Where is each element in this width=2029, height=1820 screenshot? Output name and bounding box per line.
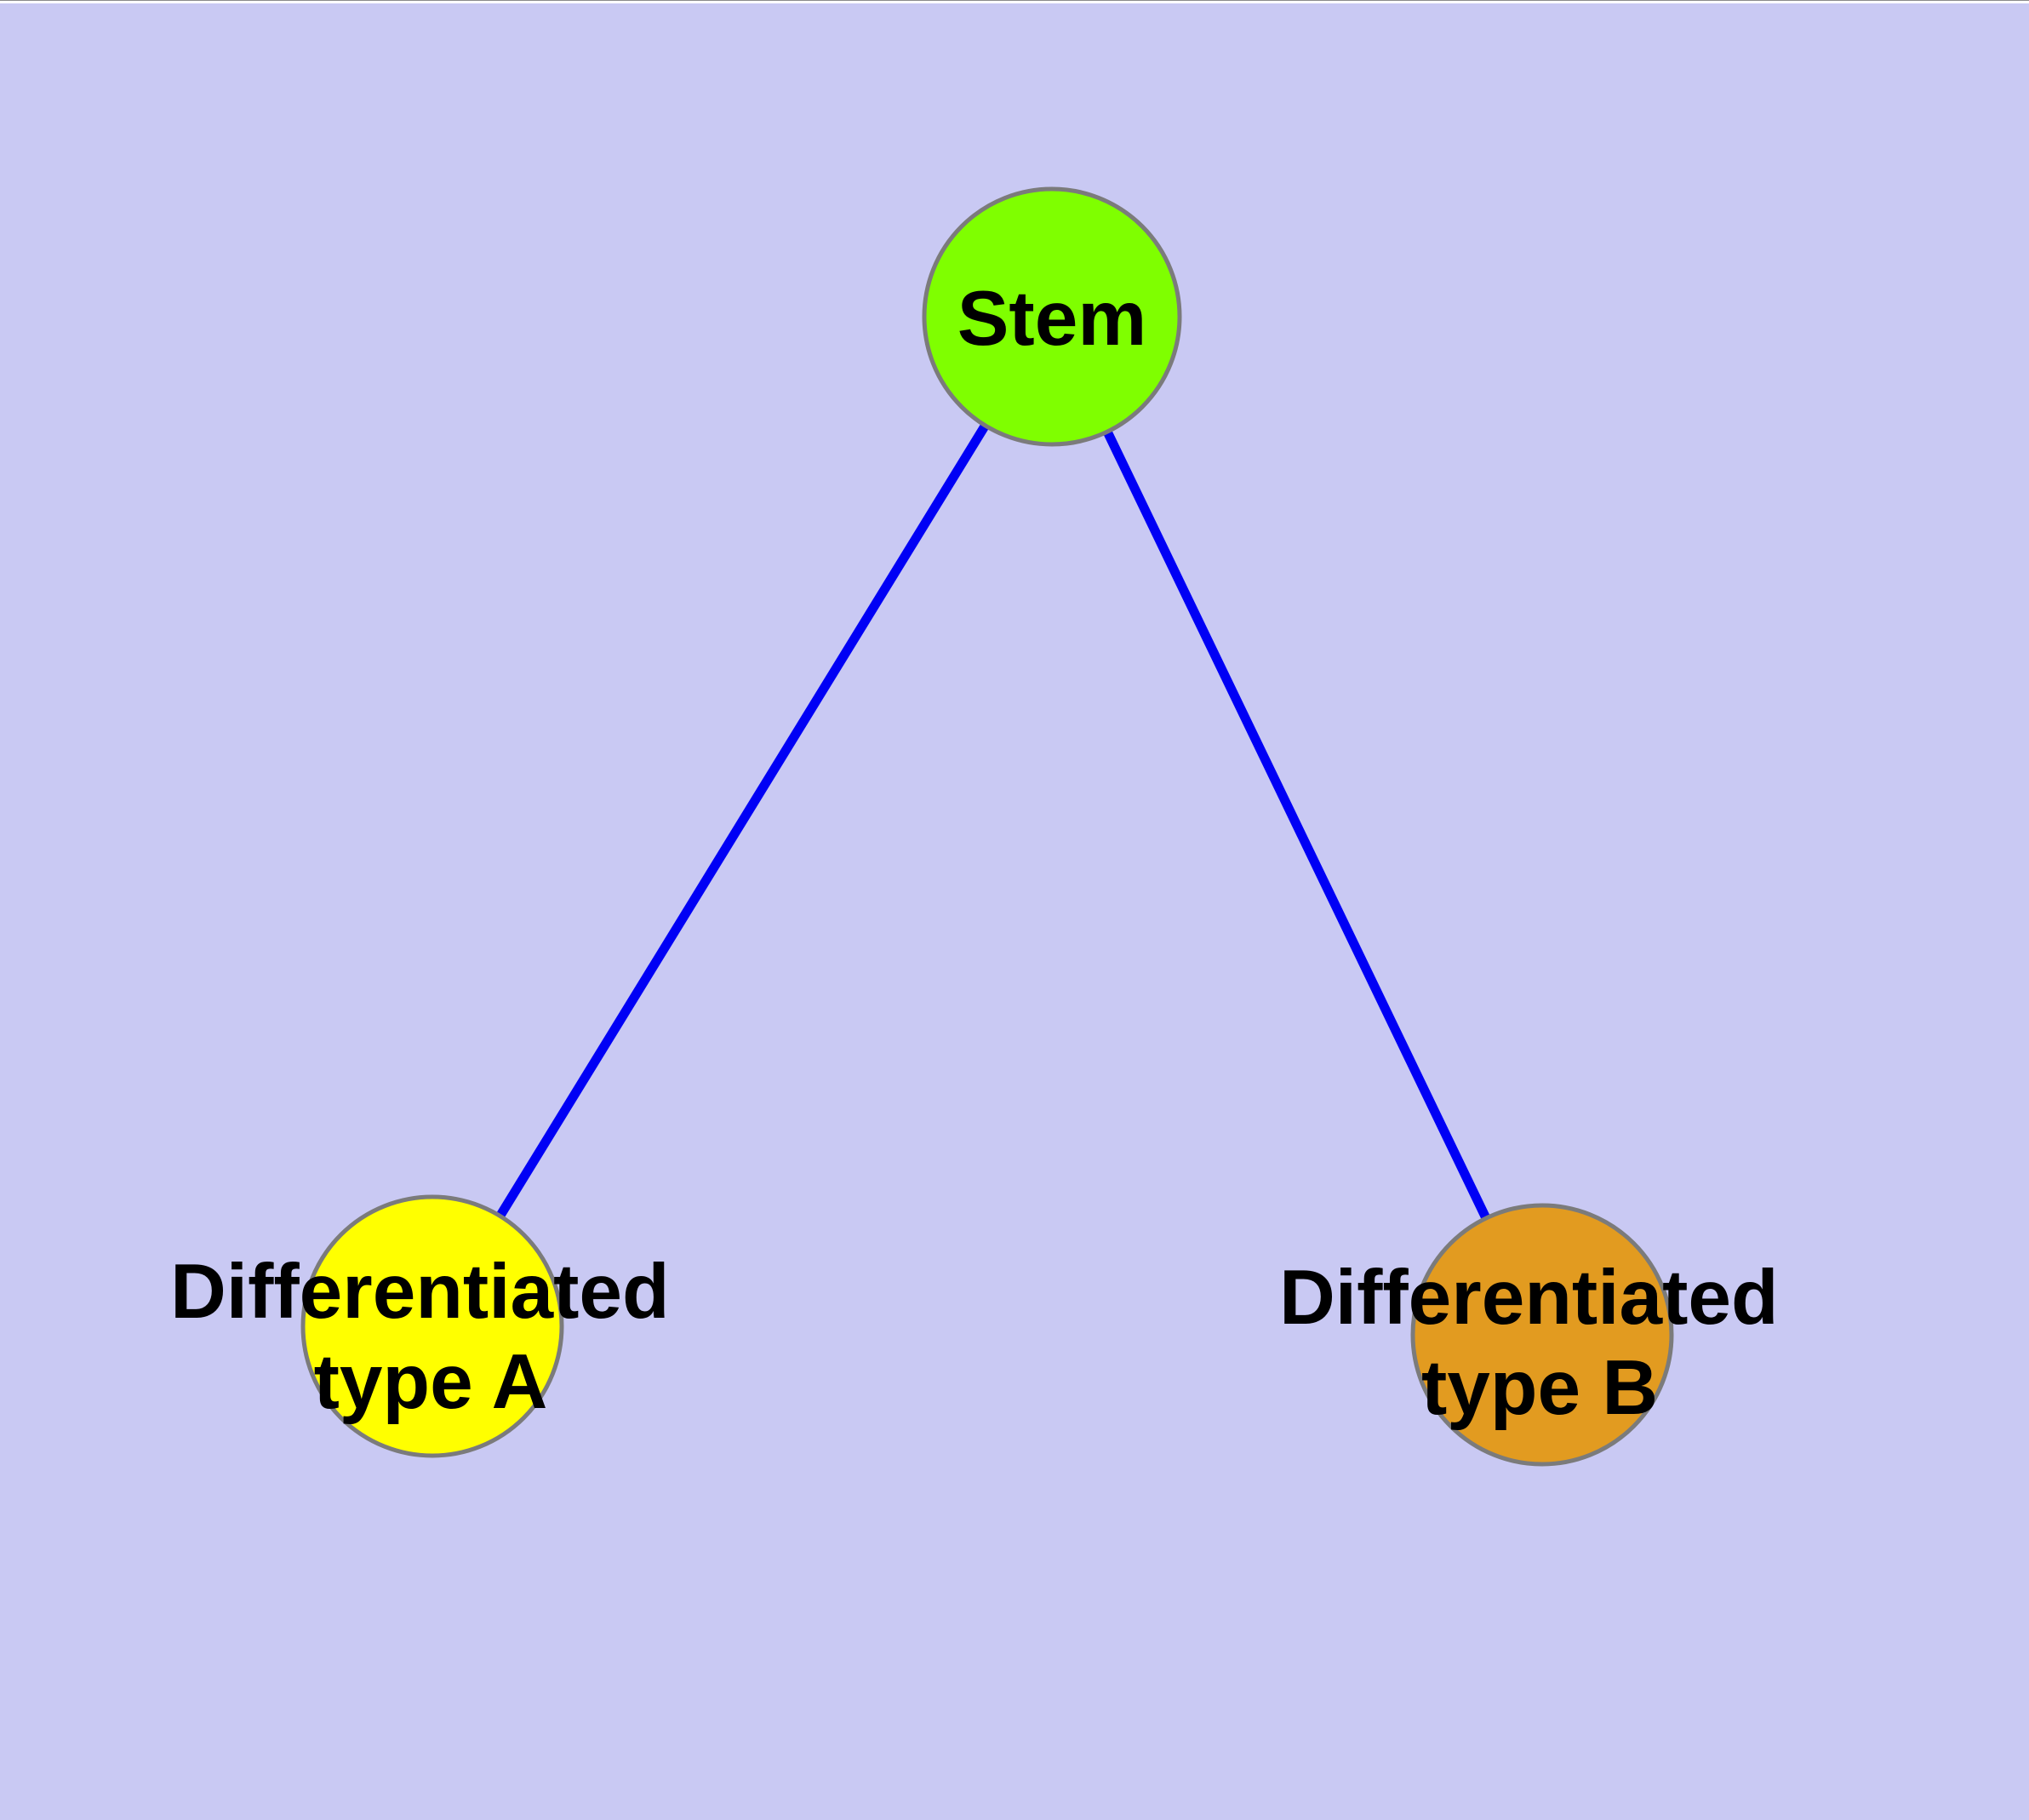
node-type-b-label-line2: type B xyxy=(1421,1345,1658,1431)
edge-stem-to-type-b xyxy=(1048,314,1546,1337)
node-stem-circle xyxy=(922,186,1182,447)
node-type-b-label: Differentiated type B xyxy=(1279,1255,1800,1431)
node-type-b-circle xyxy=(1410,1203,1674,1467)
node-type-a-circle xyxy=(300,1194,564,1458)
window-top-border xyxy=(0,0,2029,3)
edge-stem-to-type-a xyxy=(428,314,1056,1329)
node-type-b-label-line1: Differentiated xyxy=(1279,1255,1779,1341)
node-type-a-label-line1: Differentiated xyxy=(170,1249,670,1335)
node-type-a-label: Differentiated type A xyxy=(170,1249,691,1425)
node-stem-label: Stem xyxy=(957,276,1147,362)
node-type-a-label-line2: type A xyxy=(314,1339,548,1425)
